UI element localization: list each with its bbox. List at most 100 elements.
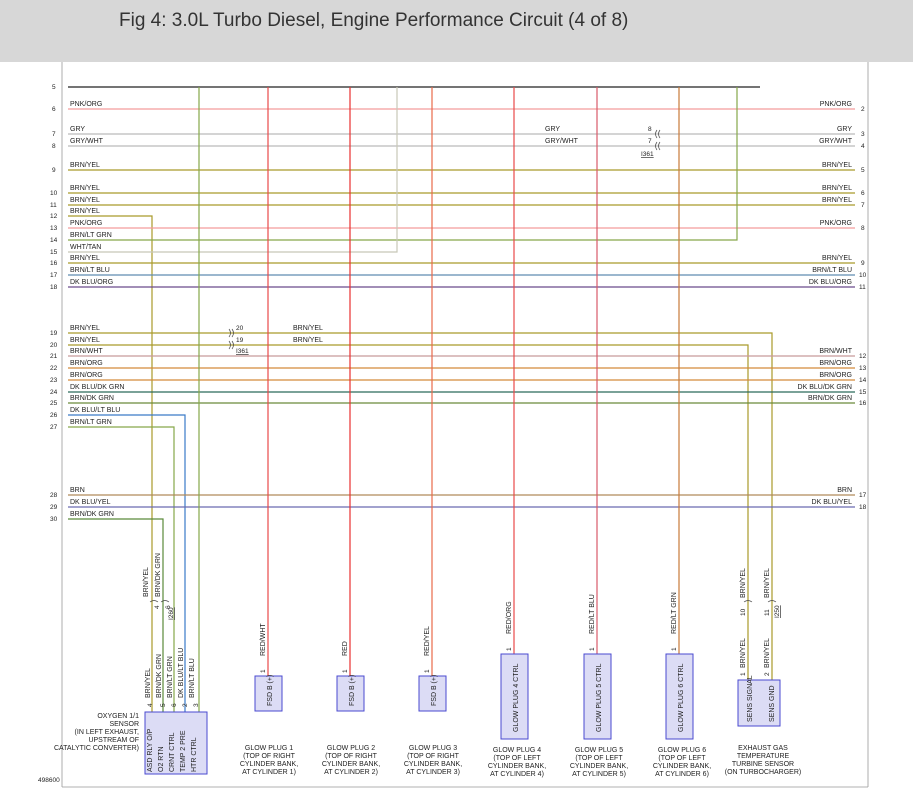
right-wire-label-13: BRN/ORG [819,360,852,367]
o2-func-3: CRNT CTRL [169,732,176,772]
right-wire-label-5: BRN/YEL [822,162,852,169]
o2-pin-wire-5: BRN/LT BLU [189,658,196,698]
egt-caption-1: EXHAUST GAS [738,745,788,752]
glow-2-caption-2: (TOP OF RIGHT [325,753,378,760]
right-wire-num-13: 13 [859,365,867,372]
right-wire-num-6: 6 [861,190,865,197]
right-wire-num-14: 14 [859,377,867,384]
left-wire-label-21: BRN/WHT [70,348,103,355]
left-wire-num-12: 12 [50,213,58,220]
connector-i361-a-label: I361 [641,151,654,158]
glow-5-wire: RED/LT BLU [589,594,596,634]
left-wire-label-16: BRN/YEL [70,255,100,262]
left-wire-label-18: DK BLU/ORG [70,279,113,286]
left-wire-label-6: PNK/ORG [70,101,102,108]
inline-label-brnyel-b: BRN/YEL [293,337,323,344]
o2-sensor-connector [144,711,208,775]
inline-pin-7: 7 [648,138,652,145]
o2-pin-4: 2 [182,703,189,707]
egt-wire-a-label: BRN/YEL [740,568,747,598]
right-wire-label-7: BRN/YEL [822,197,852,204]
left-wire-label-15: WHT/TAN [70,244,101,251]
right-wire-num-15: 15 [859,389,867,396]
wire-12 [68,215,153,722]
o2-caption-4: UPSTREAM OF [88,737,139,744]
right-wire-num-10: 10 [859,272,867,279]
right-wire-label-6: BRN/YEL [822,185,852,192]
left-wire-num-18: 18 [50,284,58,291]
glow-4-pin: 1 [506,647,513,651]
egt-wire-b-label: BRN/YEL [764,568,771,598]
left-wire-label-13: PNK/ORG [70,220,102,227]
egt-pin-wire-1: BRN/YEL [740,638,747,668]
egt-connector-label: I250 [774,605,781,618]
glow-3-pin: 1 [424,669,431,673]
left-wire-num-24: 24 [50,389,58,396]
left-wire-num-17: 17 [50,272,58,279]
left-wire-label-10: BRN/YEL [70,185,100,192]
glow-6-pin: 1 [671,647,678,651]
right-wire-num-4: 4 [861,143,865,150]
left-wire-label-26: DK BLU/LT BLU [70,407,120,414]
wire-30 [68,518,164,722]
left-wire-num-19: 19 [50,330,58,337]
left-wire-num-22: 22 [50,365,58,372]
glow-4-caption-3: CYLINDER BANK, [488,763,546,770]
connector-i361-b-label: I361 [236,348,249,355]
egt-pin-b: 11 [764,609,771,616]
right-wire-label-14: BRN/ORG [819,372,852,379]
right-wire-num-9: 9 [861,260,865,267]
right-wire-label-17: BRN [837,487,852,494]
glow-1-caption-2: (TOP OF RIGHT [243,753,296,760]
right-wire-label-10: BRN/LT BLU [812,267,852,274]
left-wire-num-5: 5 [52,84,56,91]
glow-4-caption-4: AT CYLINDER 4) [490,771,544,778]
glow-2-caption-1: GLOW PLUG 2 [327,745,375,752]
o2-pin-1: 4 [147,703,154,707]
glow-3-func: FSD B (+) [431,675,438,706]
left-wire-num-30: 30 [50,516,58,523]
right-wire-label-8: PNK/ORG [820,220,852,227]
left-wire-num-16: 16 [50,260,58,267]
left-wire-label-23: BRN/ORG [70,372,103,379]
glow-6-wire: RED/LT GRN [671,592,678,634]
right-wire-label-11: DK BLU/ORG [809,279,852,286]
glow-6-caption-3: CYLINDER BANK, [653,763,711,770]
glow-3-caption-3: CYLINDER BANK, [404,761,462,768]
glow-5-caption-1: GLOW PLUG 5 [575,747,623,754]
left-wire-label-12: BRN/YEL [70,208,100,215]
left-wire-num-27: 27 [50,424,58,431]
egt-func-2: SENS GND [769,685,776,722]
o2-caption-1: OXYGEN 1/1 [97,713,139,720]
wiring-diagram: 5 6 PNK/ORG 7 GRY 8 GRY/WHT 9 BRN/YEL 10… [38,62,869,788]
left-wire-num-14: 14 [50,237,58,244]
right-wire-num-7: 7 [861,202,865,209]
right-wire-num-3: 3 [861,131,865,138]
inline-pin-8: 8 [648,126,652,133]
wire-14 [68,87,738,241]
right-wire-num-17: 17 [859,492,867,499]
o2-func-5: HTR CTRL [191,737,198,772]
glow-3-caption-2: (TOP OF RIGHT [407,753,460,760]
glow-plug-2-connector [336,675,365,712]
left-wire-num-20: 20 [50,342,58,349]
glow-6-caption-2: (TOP OF LEFT [658,755,706,762]
o2-caption-2: SENSOR [109,721,139,728]
glow-2-func: FSD B (+) [349,675,356,706]
left-wire-num-8: 8 [52,143,56,150]
glow-5-caption-2: (TOP OF LEFT [575,755,623,762]
left-wire-label-30: BRN/DK GRN [70,511,114,518]
glow-plug-1-connector [254,675,283,712]
egt-func-1: SENS SIGNAL [747,675,754,722]
wire-19 [68,332,773,722]
glow-3-caption-4: AT CYLINDER 3) [406,769,460,776]
o2-pin-5: 3 [193,703,200,707]
inline-pin-20: 20 [236,325,244,332]
glow-6-caption-4: AT CYLINDER 6) [655,771,709,778]
left-wire-label-7: GRY [70,126,85,133]
inline-pin-19: 19 [236,337,244,344]
left-wire-label-24: DK BLU/DK GRN [70,384,124,391]
glow-2-caption-4: AT CYLINDER 2) [324,769,378,776]
glow-1-caption-4: AT CYLINDER 1) [242,769,296,776]
connector-i361-a-symbol [655,129,661,139]
